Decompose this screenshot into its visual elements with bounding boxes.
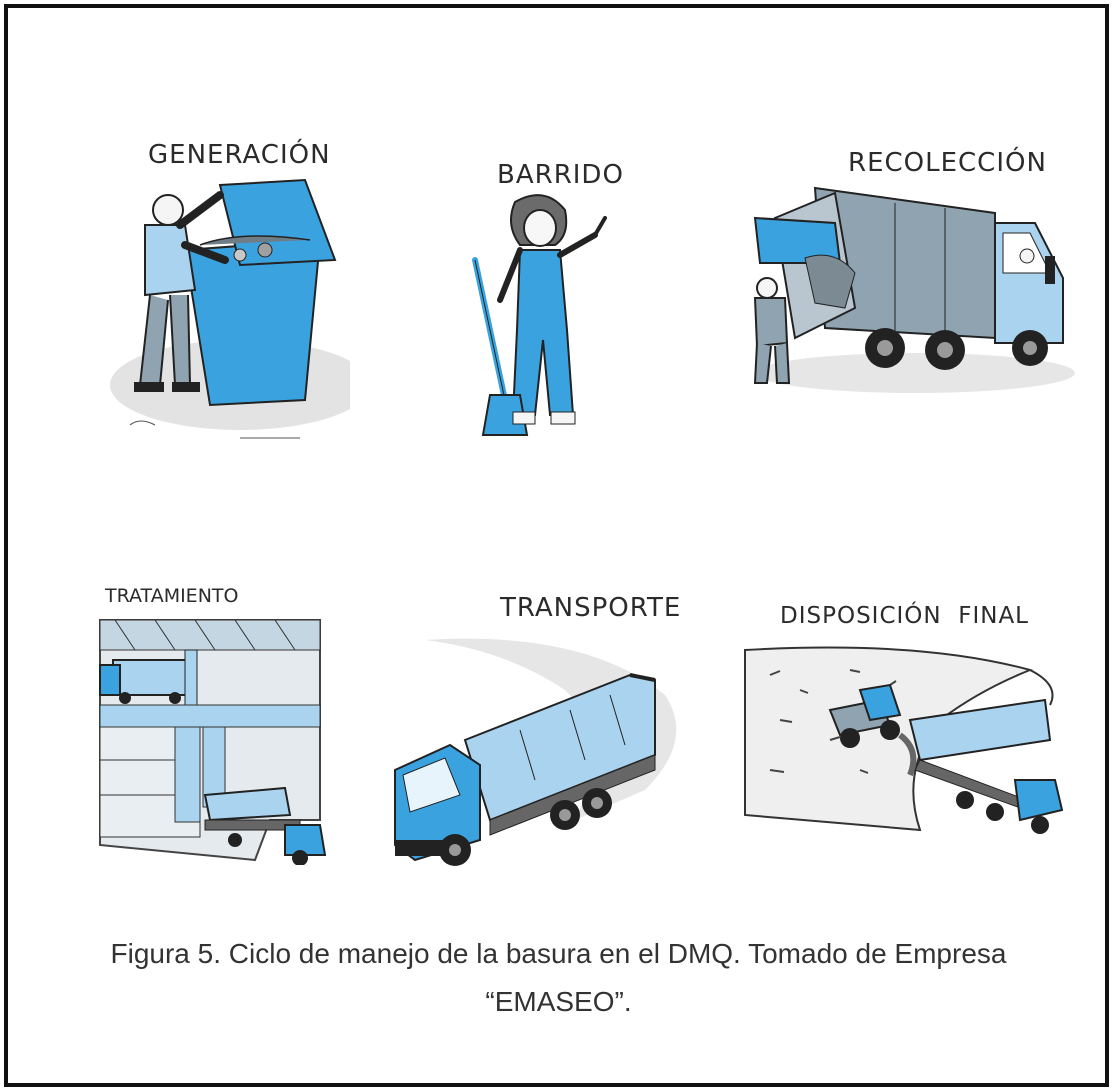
illustration-disposicion-final [744, 646, 1064, 834]
illustration-tratamiento [99, 619, 327, 865]
figure-caption: Figura 5. Ciclo de manejo de la basura e… [0, 930, 1117, 1026]
label-generacion: GENERACIÓN [148, 140, 331, 170]
illustration-generacion [110, 178, 350, 439]
label-barrido: BARRIDO [497, 160, 624, 190]
label-disposicion-final: DISPOSICIÓN FINAL [780, 603, 1029, 629]
illustration-transporte [394, 638, 677, 866]
label-tratamiento: TRATAMIENTO [105, 585, 239, 607]
caption-line-2: “EMASEO”. [485, 986, 632, 1017]
label-recoleccion: RECOLECCIÓN [848, 148, 1047, 178]
figure-frame [4, 4, 1109, 1087]
illustration-recoleccion [753, 186, 1075, 393]
label-transporte: TRANSPORTE [500, 593, 682, 623]
caption-line-1: Figura 5. Ciclo de manejo de la basura e… [110, 938, 1007, 969]
illustration-barrido [472, 194, 607, 436]
